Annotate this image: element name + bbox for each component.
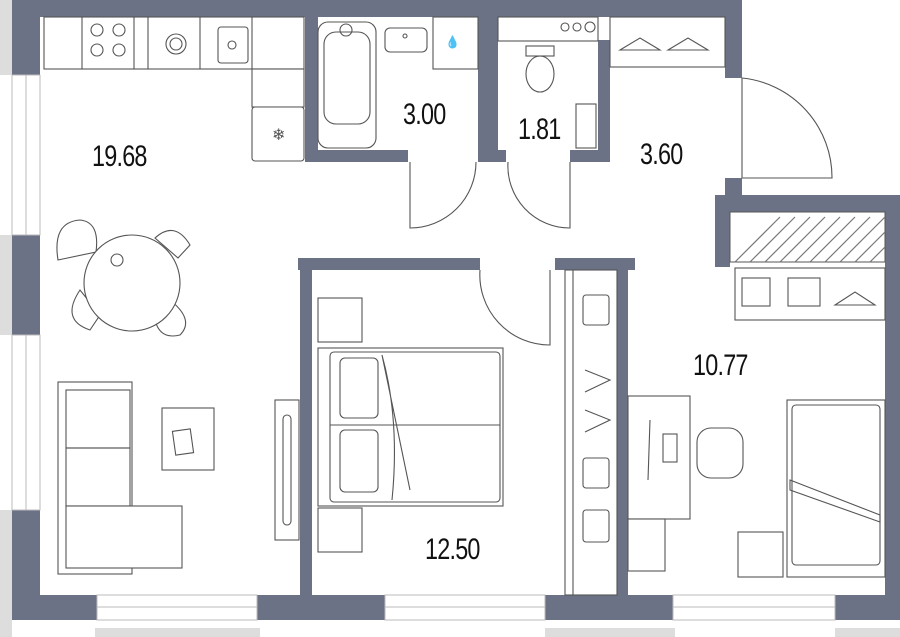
doors	[409, 77, 833, 346]
bathroom-fixtures: 💧	[317, 16, 479, 149]
room-area-kids-room: 10.77	[693, 349, 748, 382]
room-area-hallway: 3.60	[640, 138, 683, 171]
washing-machine-icon: 💧	[445, 35, 460, 49]
room-area-kitchen-living: 19.68	[92, 140, 147, 173]
kitchen-counter: ❄	[43, 16, 305, 162]
double-bed	[317, 297, 504, 553]
kids-room-furniture	[627, 211, 886, 578]
hallway-wardrobe	[609, 16, 726, 68]
dining-table	[56, 219, 191, 337]
room-area-bedroom: 12.50	[425, 533, 480, 566]
windows	[11, 74, 836, 621]
room-area-bathroom: 3.00	[403, 98, 446, 131]
wc-fixtures	[497, 16, 599, 149]
tv-stand	[274, 399, 300, 541]
snowflake-icon: ❄	[272, 127, 285, 144]
bedroom-wardrobe	[564, 269, 618, 596]
room-area-wc: 1.81	[518, 113, 561, 146]
sofa	[57, 381, 215, 575]
